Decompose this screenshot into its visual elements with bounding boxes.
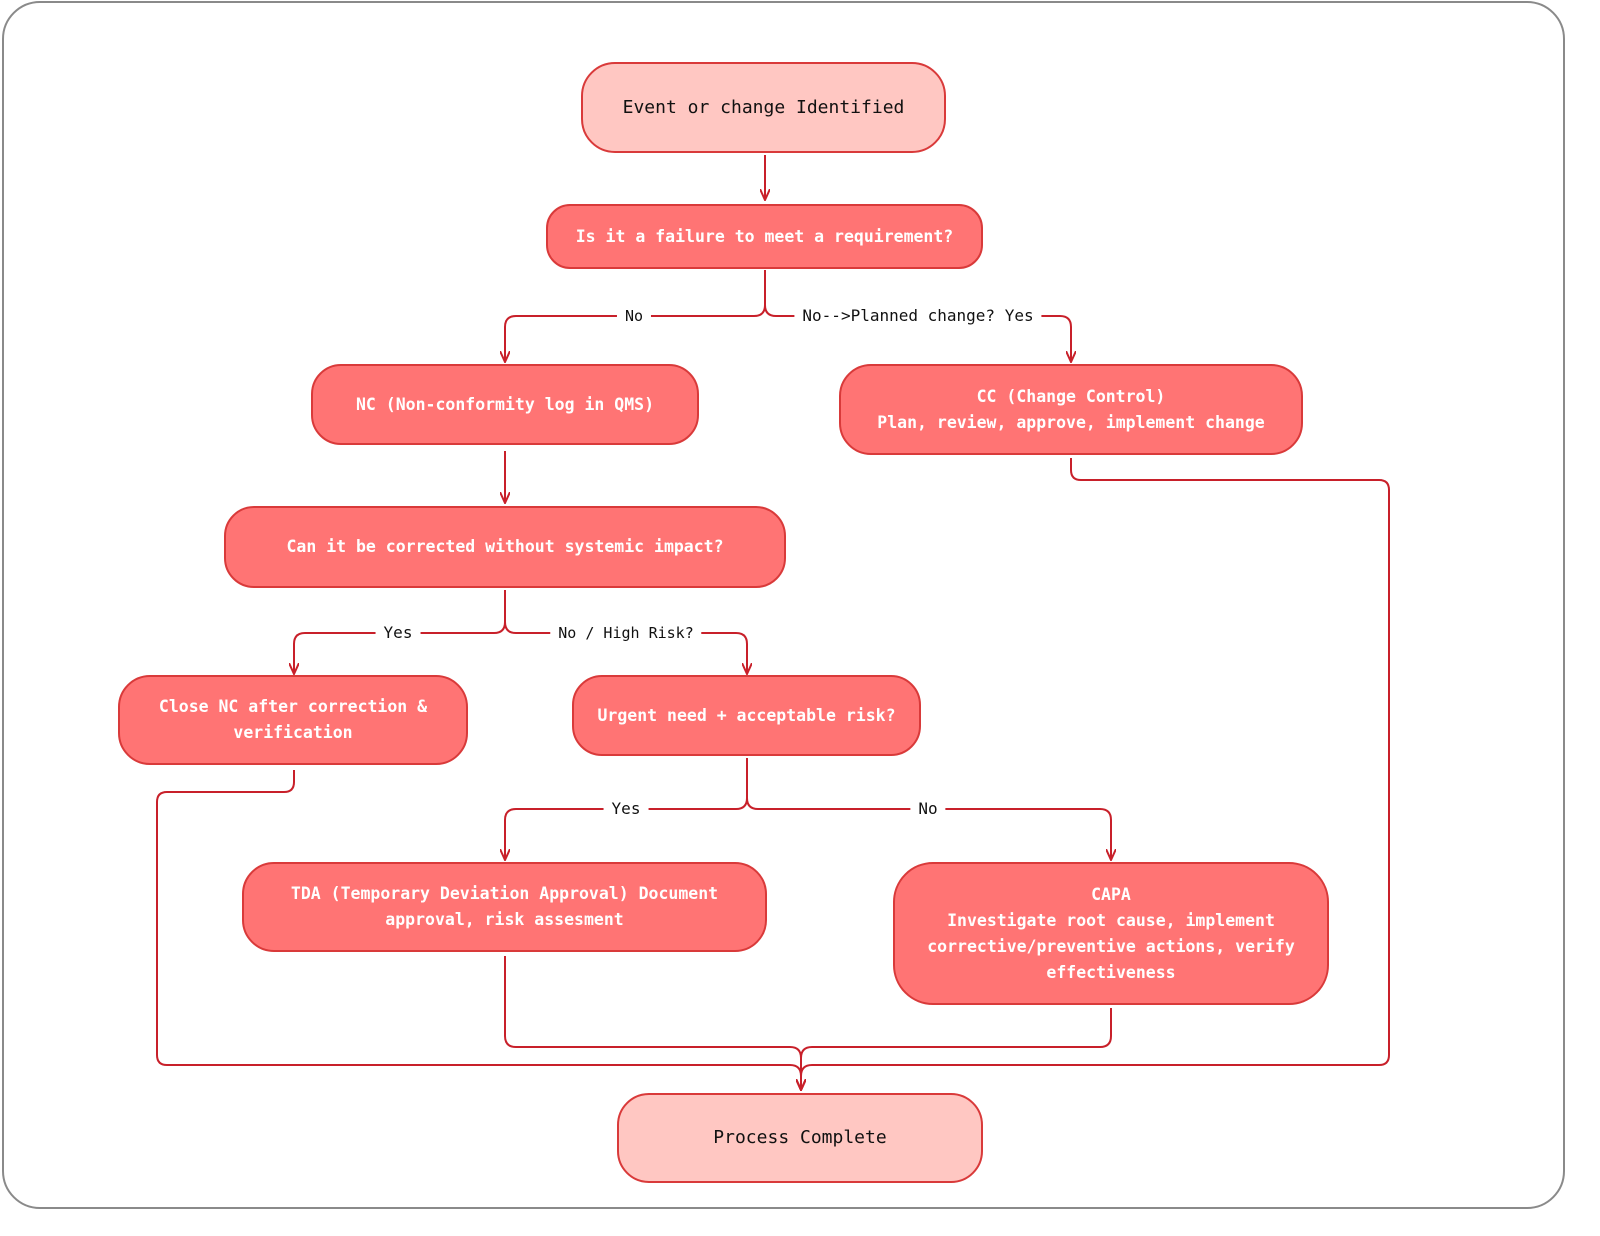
edge-correct-to-urgent (504, 621, 747, 674)
nc-log-node: NC (Non-conformity log in QMS) (311, 364, 699, 445)
edge-close-to-complete (156, 770, 801, 1090)
correct-question-node: Can it be corrected without systemic imp… (224, 506, 786, 588)
edge-urgent-to-capa (746, 797, 1111, 860)
edge-label-yes-tda: Yes (603, 799, 649, 819)
edge-label-no-capa: No (910, 799, 946, 819)
edge-cc-to-complete (801, 458, 1390, 1090)
edge-capa-to-complete (801, 1008, 1112, 1090)
edge-failure-to-cc (764, 304, 1071, 362)
event-identified-node: Event or change Identified (581, 62, 946, 153)
edge-label-yes-close: Yes (375, 623, 421, 643)
close-nc-node: Close NC after correction & verification (118, 675, 468, 765)
edge-label-no: No (616, 306, 652, 326)
edge-label-planned-change: No-->Planned change? Yes (794, 306, 1042, 326)
urgent-question-node: Urgent need + acceptable risk? (572, 675, 921, 756)
diagram-frame (2, 1, 1565, 1209)
failure-question-node: Is it a failure to meet a requirement? (546, 204, 983, 269)
tda-node: TDA (Temporary Deviation Approval) Docum… (242, 862, 767, 952)
capa-node: CAPA Investigate root cause, implement c… (893, 862, 1329, 1005)
change-control-node: CC (Change Control) Plan, review, approv… (839, 364, 1303, 455)
process-complete-node: Process Complete (617, 1093, 983, 1183)
edge-label-high-risk: No / High Risk? (550, 623, 702, 643)
edge-tda-to-complete (504, 956, 801, 1090)
